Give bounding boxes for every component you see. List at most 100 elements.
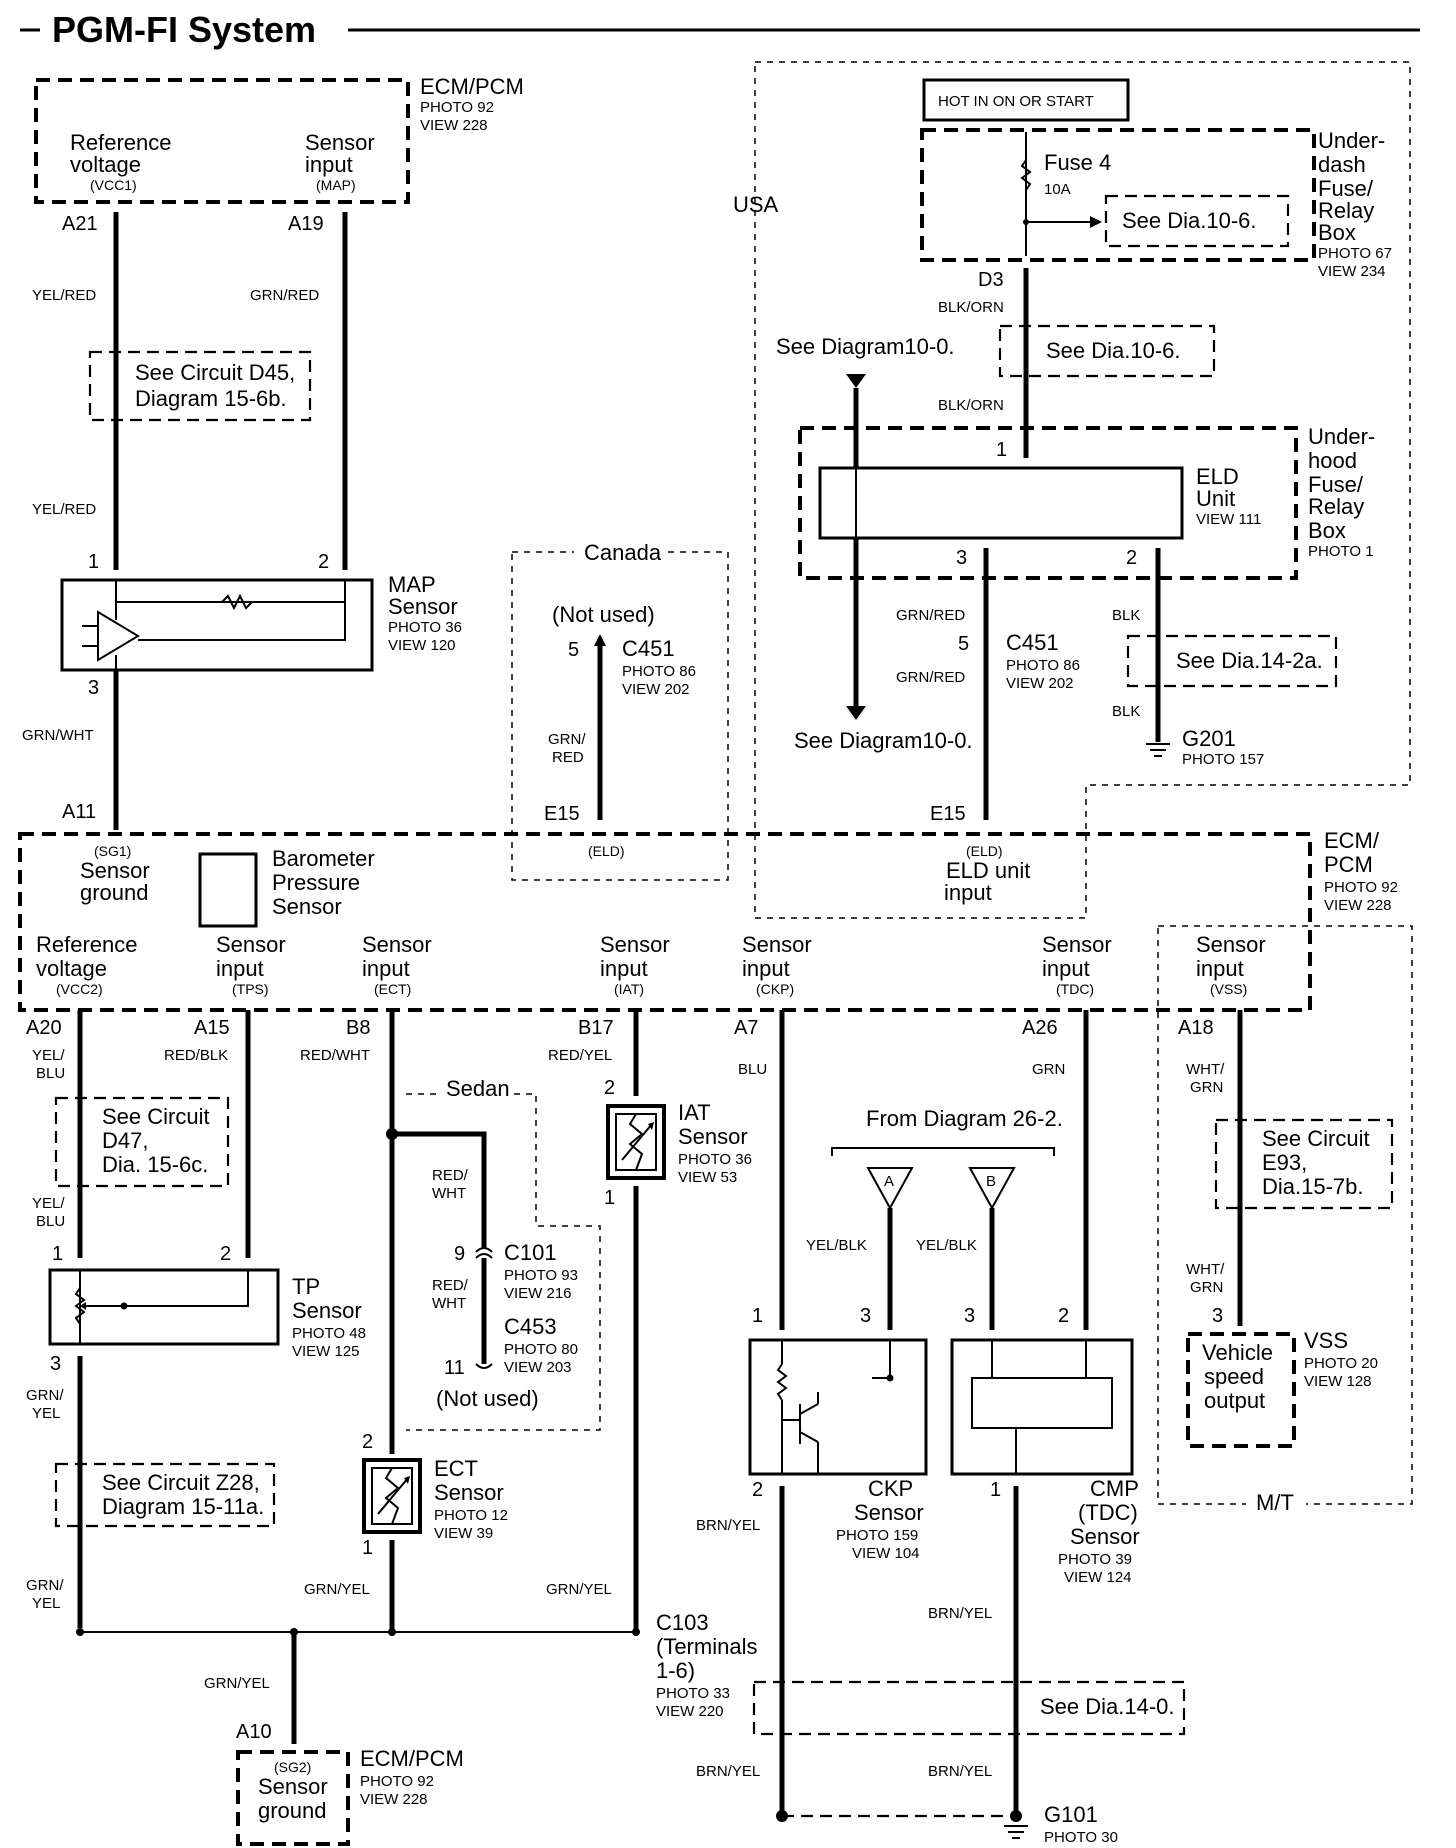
vss-name: VSS xyxy=(1304,1328,1348,1353)
eld-pin-3: 3 xyxy=(956,547,967,569)
wire-label-grn-yel-a2: YEL xyxy=(32,1405,60,1422)
wire-label-brn-yel-d: BRN/YEL xyxy=(928,1763,992,1780)
ckp-cmp-circuit: BLU GRN From Diagram 26-2. A B YEL/BLK Y… xyxy=(696,1010,1186,1846)
usa-block: USA HOT IN ON OR START Fuse 4 10A See Di… xyxy=(733,61,1411,919)
sg1-label2: ground xyxy=(80,880,149,905)
wire-label-blk-orn-1: BLK/ORN xyxy=(938,299,1004,316)
c453-pin-11: 11 xyxy=(444,1357,465,1379)
tp-pin-1: 1 xyxy=(52,1243,63,1265)
tp-sensor-photo: PHOTO 48 xyxy=(292,1325,366,1342)
note-see-d47-3: Dia. 15-6c. xyxy=(102,1152,208,1177)
ecm-main-name2: PCM xyxy=(1324,852,1373,877)
c451-pin-canada: 5 xyxy=(568,639,579,661)
pin-d3: D3 xyxy=(978,269,1004,291)
note-see-diagram-10-0-a: See Diagram10-0. xyxy=(776,334,955,359)
wire-label-yel-blk-b: YEL/BLK xyxy=(916,1237,977,1254)
wire-label-grn-yel-iat: GRN/YEL xyxy=(546,1581,612,1598)
wire-label-yel-blu-b: YEL/ xyxy=(32,1195,65,1212)
ground-g101-icon xyxy=(1004,1825,1028,1839)
c451-usa-label: C451 xyxy=(1006,630,1059,655)
eld-pin-2: 2 xyxy=(1126,547,1137,569)
note-see-z28: See Circuit Z28, xyxy=(102,1470,260,1495)
underdash-view: VIEW 234 xyxy=(1318,263,1386,280)
pin-a7: A7 xyxy=(734,1017,758,1039)
iat-sensor-name2: Sensor xyxy=(678,1124,748,1149)
map-sensor-name2: Sensor xyxy=(388,594,458,619)
c453-view: VIEW 203 xyxy=(504,1359,572,1376)
ect-pin-1: 1 xyxy=(362,1537,373,1559)
tps-code: (TPS) xyxy=(232,981,269,997)
c103-photo: PHOTO 33 xyxy=(656,1685,730,1702)
underdash-label3: Fuse/ xyxy=(1318,176,1374,201)
sg2-code: (SG2) xyxy=(274,1759,311,1775)
pin-a15: A15 xyxy=(194,1017,230,1039)
cmp-sensor-name3: Sensor xyxy=(1070,1524,1140,1549)
c451-canada-label: C451 xyxy=(622,636,675,661)
map-pin-2: 2 xyxy=(318,551,329,573)
wire-label-grn: GRN xyxy=(1032,1061,1065,1078)
underhood-photo: PHOTO 1 xyxy=(1308,543,1374,560)
c451-canada-view: VIEW 202 xyxy=(622,681,690,698)
eld-input-label: ELD unit xyxy=(946,858,1030,883)
wire-label-brn-yel-a: BRN/YEL xyxy=(696,1517,760,1534)
ckp-sensor-name: CKP xyxy=(868,1476,913,1501)
connector-a-label: A xyxy=(884,1173,894,1190)
ckp-sensor-photo: PHOTO 159 xyxy=(836,1527,918,1544)
fuse-4-label: Fuse 4 xyxy=(1044,150,1111,175)
wire-label-grn-red-2: GRN/RED xyxy=(896,607,965,624)
ecm-top-sens-code: (MAP) xyxy=(316,177,356,193)
wire-label-red-blk: RED/BLK xyxy=(164,1047,228,1064)
pin-a11: A11 xyxy=(62,801,96,823)
underhood-label2: hood xyxy=(1308,448,1357,473)
wire-label-wht-grn-a2: GRN xyxy=(1190,1079,1223,1096)
tp-pin-3: 3 xyxy=(50,1353,61,1375)
vss-input-label: Sensor xyxy=(1196,932,1266,957)
wire-label-red-wht-a2: WHT xyxy=(432,1185,466,1202)
sedan-label: Sedan xyxy=(446,1076,510,1101)
underdash-label4: Relay xyxy=(1318,198,1374,223)
wire-label-grn-red-split2: RED xyxy=(552,749,584,766)
c451-canada-photo: PHOTO 86 xyxy=(622,663,696,680)
iat-input-label2: input xyxy=(600,956,648,981)
ecm-top-ref-label: Reference xyxy=(70,130,172,155)
pin-b17: B17 xyxy=(578,1017,614,1039)
pin-a20: A20 xyxy=(26,1017,62,1039)
ecm-top-sens-label: Sensor xyxy=(305,130,375,155)
eld-pin-1: 1 xyxy=(996,439,1007,461)
underdash-label5: Box xyxy=(1318,220,1356,245)
vss-view: VIEW 128 xyxy=(1304,1373,1372,1390)
connector-b-label: B xyxy=(986,1173,996,1190)
c101-view: VIEW 216 xyxy=(504,1285,572,1302)
note-see-e93-3: Dia.15-7b. xyxy=(1262,1174,1364,1199)
c101-photo: PHOTO 93 xyxy=(504,1267,578,1284)
wire-label-yel-blu: YEL/ xyxy=(32,1047,65,1064)
cmp-pin-3: 3 xyxy=(964,1305,975,1327)
from-diagram-26-2: From Diagram 26-2. xyxy=(866,1106,1063,1131)
note-see-d47-2: D47, xyxy=(102,1128,148,1153)
c101-label: C101 xyxy=(504,1240,557,1265)
vss-input-code: (VSS) xyxy=(1210,981,1247,997)
sg1-code: (SG1) xyxy=(94,843,131,859)
iat-sensor-view: VIEW 53 xyxy=(678,1169,737,1186)
ect-sensor-name: ECT xyxy=(434,1456,478,1481)
pin-b8: B8 xyxy=(346,1017,370,1039)
ckp-sensor-name2: Sensor xyxy=(854,1500,924,1525)
underhood-label: Under- xyxy=(1308,424,1375,449)
ect-sensor-name2: Sensor xyxy=(434,1480,504,1505)
note-see-diagram-10-0-b: See Diagram10-0. xyxy=(794,728,973,753)
wire-label-grn-red-1: GRN/RED xyxy=(250,287,319,304)
ecm-bottom-photo: PHOTO 92 xyxy=(360,1773,434,1790)
ckp-pin-2: 2 xyxy=(752,1479,763,1501)
vss-box-label2: speed xyxy=(1204,1364,1264,1389)
wire-label-red-wht-a: RED/ xyxy=(432,1167,469,1184)
baro-label2: Pressure xyxy=(272,870,360,895)
ecm-main-view: VIEW 228 xyxy=(1324,897,1392,914)
c103-label: C103 xyxy=(656,1610,709,1635)
ground-bus: GRN/YEL C103 (Terminals 1-6) PHOTO 33 VI… xyxy=(76,1610,757,1846)
note-see-d45-2: Diagram 15-6b. xyxy=(135,386,287,411)
eld-code-right: (ELD) xyxy=(966,843,1003,859)
ect-sensor-photo: PHOTO 12 xyxy=(434,1507,508,1524)
wire-label-red-yel: RED/YEL xyxy=(548,1047,612,1064)
note-see-d47: See Circuit xyxy=(102,1104,210,1129)
note-see-d45: See Circuit D45, xyxy=(135,360,295,385)
